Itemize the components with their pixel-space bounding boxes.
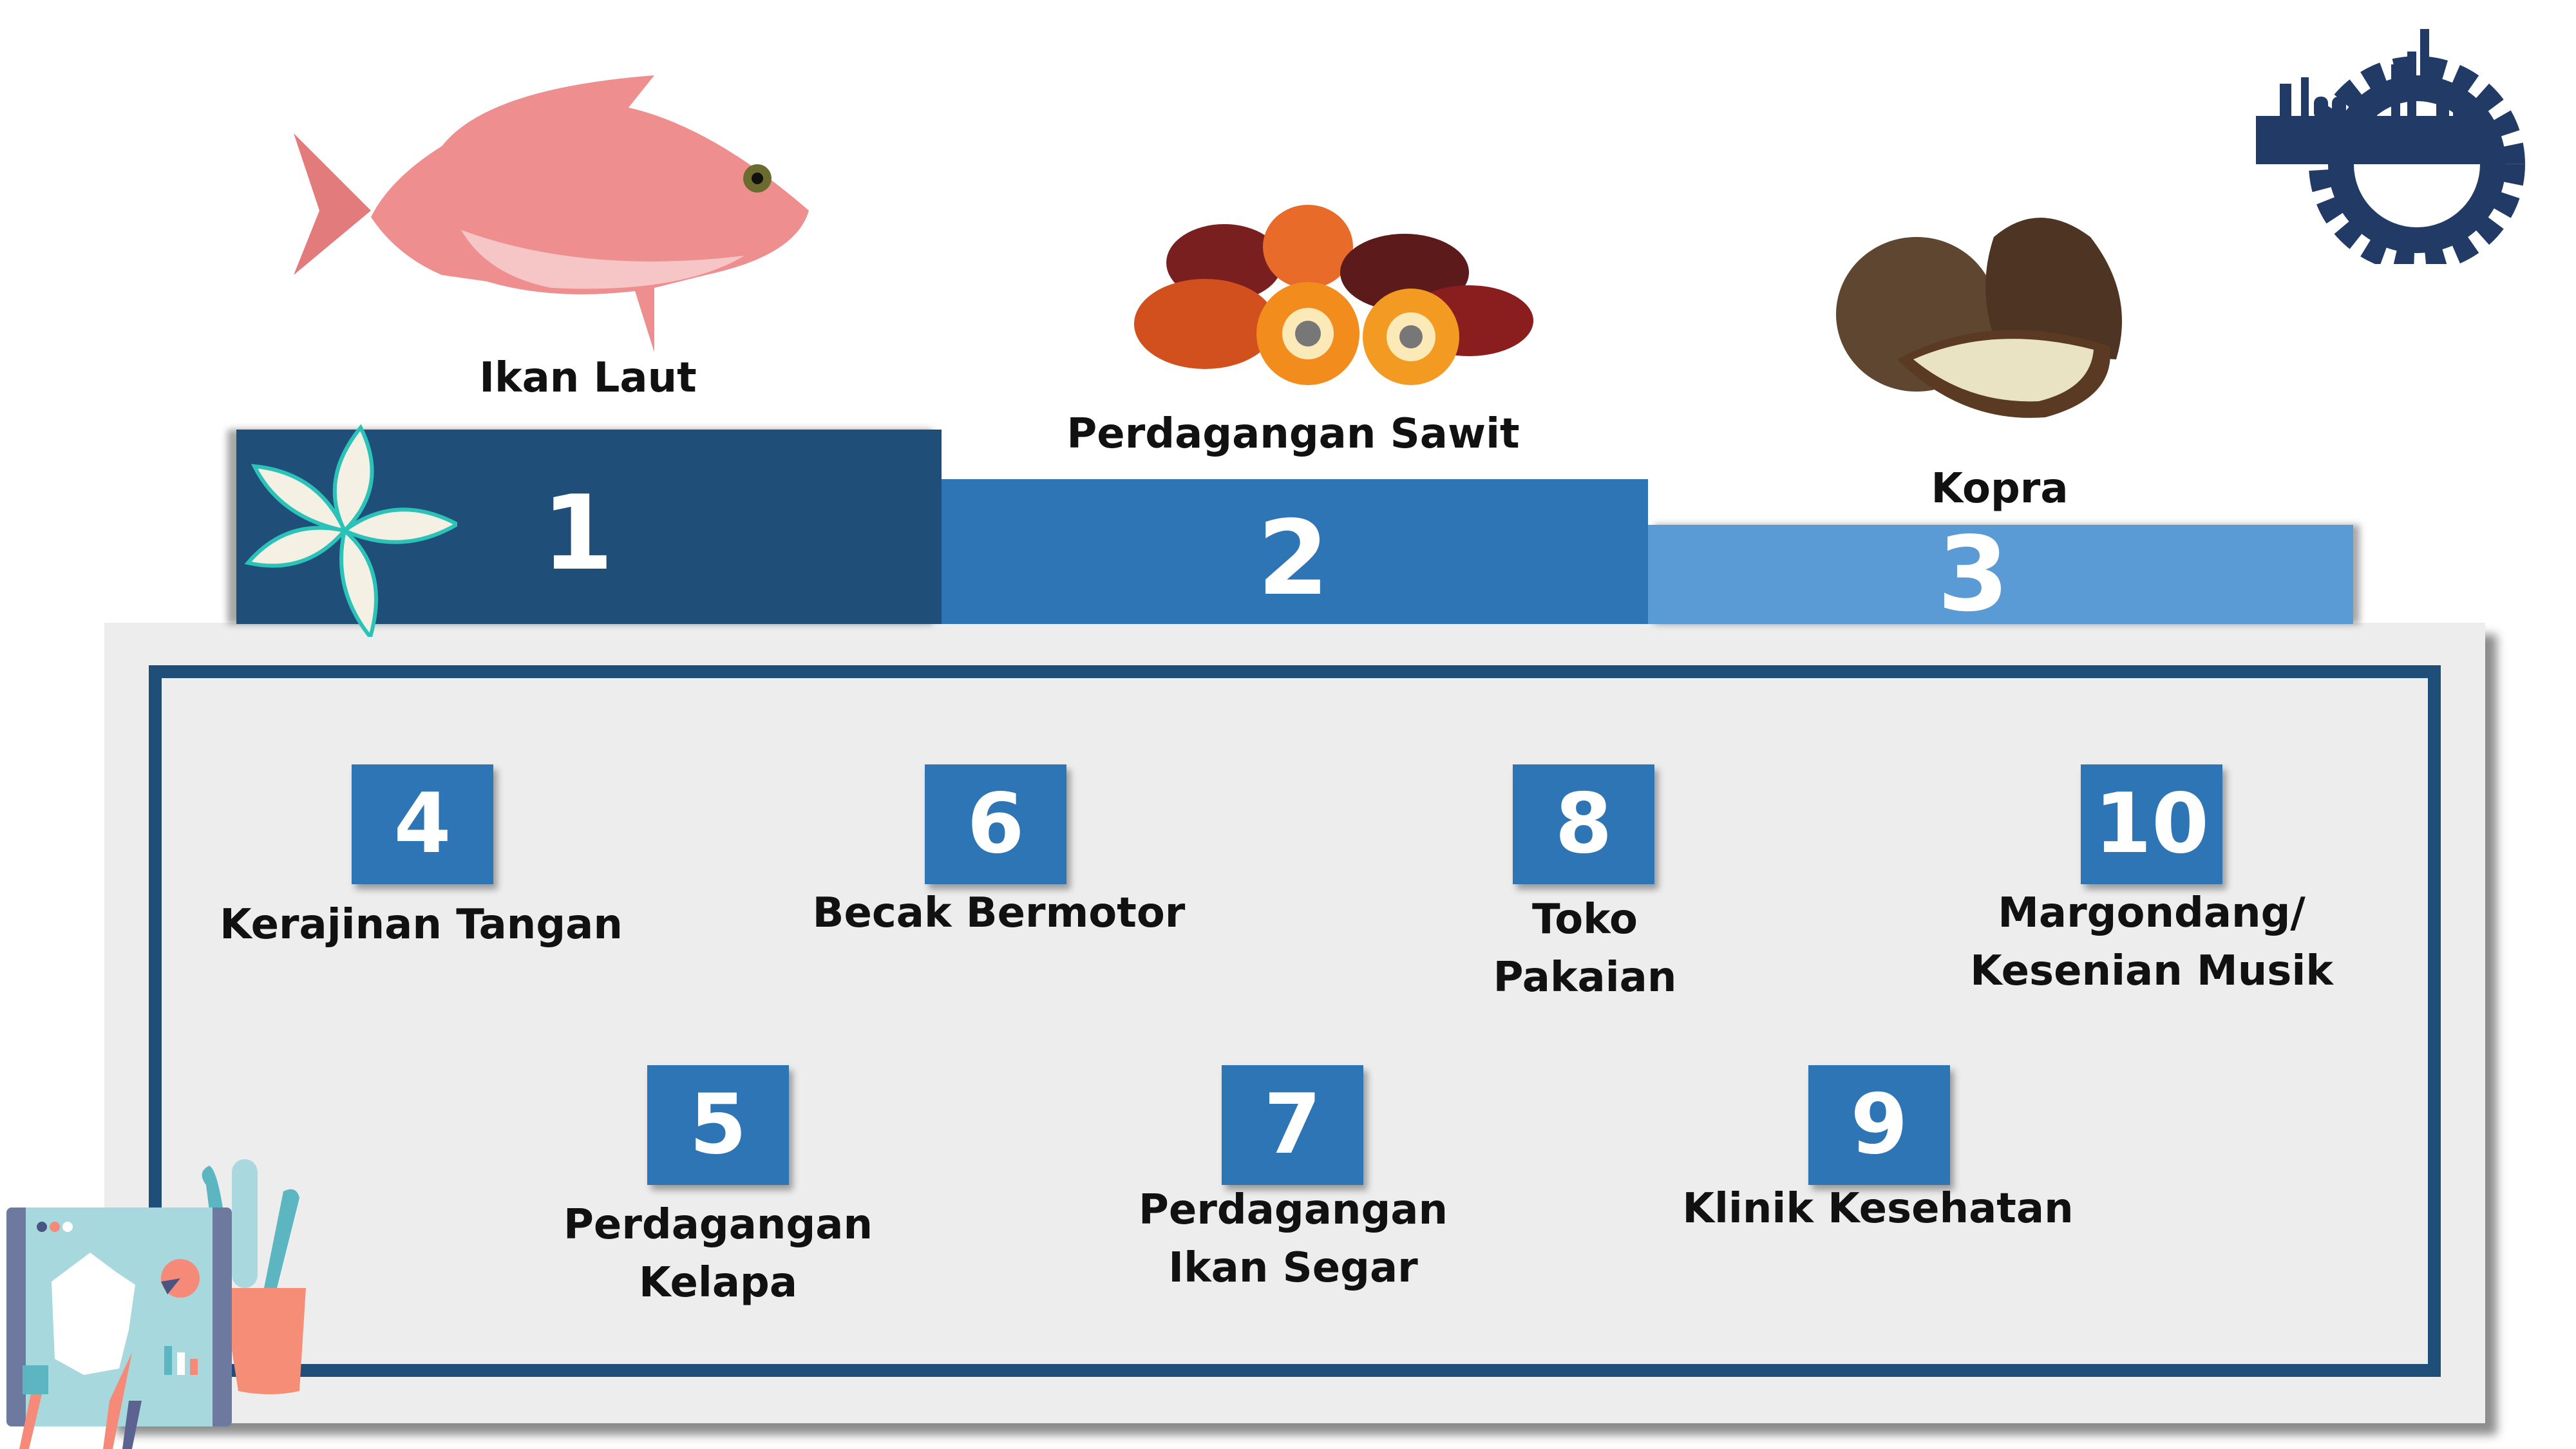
item-label-line: Perdagangan — [564, 1201, 873, 1249]
rank-box-4: 4 — [352, 764, 493, 884]
item-label-line: Toko — [1532, 896, 1638, 943]
item-label-line: Ikan Segar — [1168, 1244, 1418, 1292]
rank-box-9: 9 — [1808, 1065, 1950, 1185]
rank-box-10: 10 — [2081, 764, 2222, 884]
data-map-illustration — [6, 1208, 232, 1449]
item-label-line: Klinik Kesehatan — [1682, 1185, 2074, 1233]
palm-fruit-image — [1134, 205, 1533, 385]
panel-inner-border — [149, 665, 2441, 1377]
ranking-panel — [104, 623, 2485, 1423]
item-label-4: Kerajinan Tangan — [220, 896, 623, 954]
copra-image — [1836, 218, 2122, 418]
item-label-line: Kerajinan Tangan — [220, 901, 623, 949]
rank-box-8: 8 — [1513, 764, 1654, 884]
factory-gear-logo-icon — [2256, 29, 2525, 264]
podium-label-3: Kopra — [1931, 465, 2069, 513]
item-label-line: Margondang/ — [1998, 889, 2306, 937]
rank-box-6: 6 — [925, 764, 1066, 884]
item-label-10: Margondang/Kesenian Musik — [1970, 884, 2333, 1000]
fish-image — [294, 75, 809, 352]
item-label-9: Klinik Kesehatan — [1682, 1180, 2073, 1238]
podium-label-1: Ikan Laut — [479, 354, 697, 402]
item-label-6: Becak Bermotor — [813, 884, 1186, 942]
item-label-line: Becak Bermotor — [812, 889, 1186, 937]
item-label-line: Kesenian Musik — [1970, 947, 2333, 995]
rank-box-7: 7 — [1222, 1065, 1363, 1185]
item-label-line: Kelapa — [639, 1259, 797, 1307]
rank-box-5: 5 — [647, 1065, 789, 1185]
podium-rank-1: 1 — [542, 473, 614, 593]
flower-logo-icon — [245, 424, 457, 637]
podium-label-2: Perdagangan Sawit — [1066, 410, 1520, 458]
podium-block-2 — [942, 479, 1648, 624]
podium-rank-3: 3 — [1937, 514, 2009, 634]
item-label-line: Pakaian — [1493, 954, 1677, 1001]
item-label-line: Perdagangan — [1139, 1186, 1448, 1234]
podium-rank-2: 2 — [1257, 498, 1329, 618]
podium-block-3 — [1648, 525, 2353, 624]
